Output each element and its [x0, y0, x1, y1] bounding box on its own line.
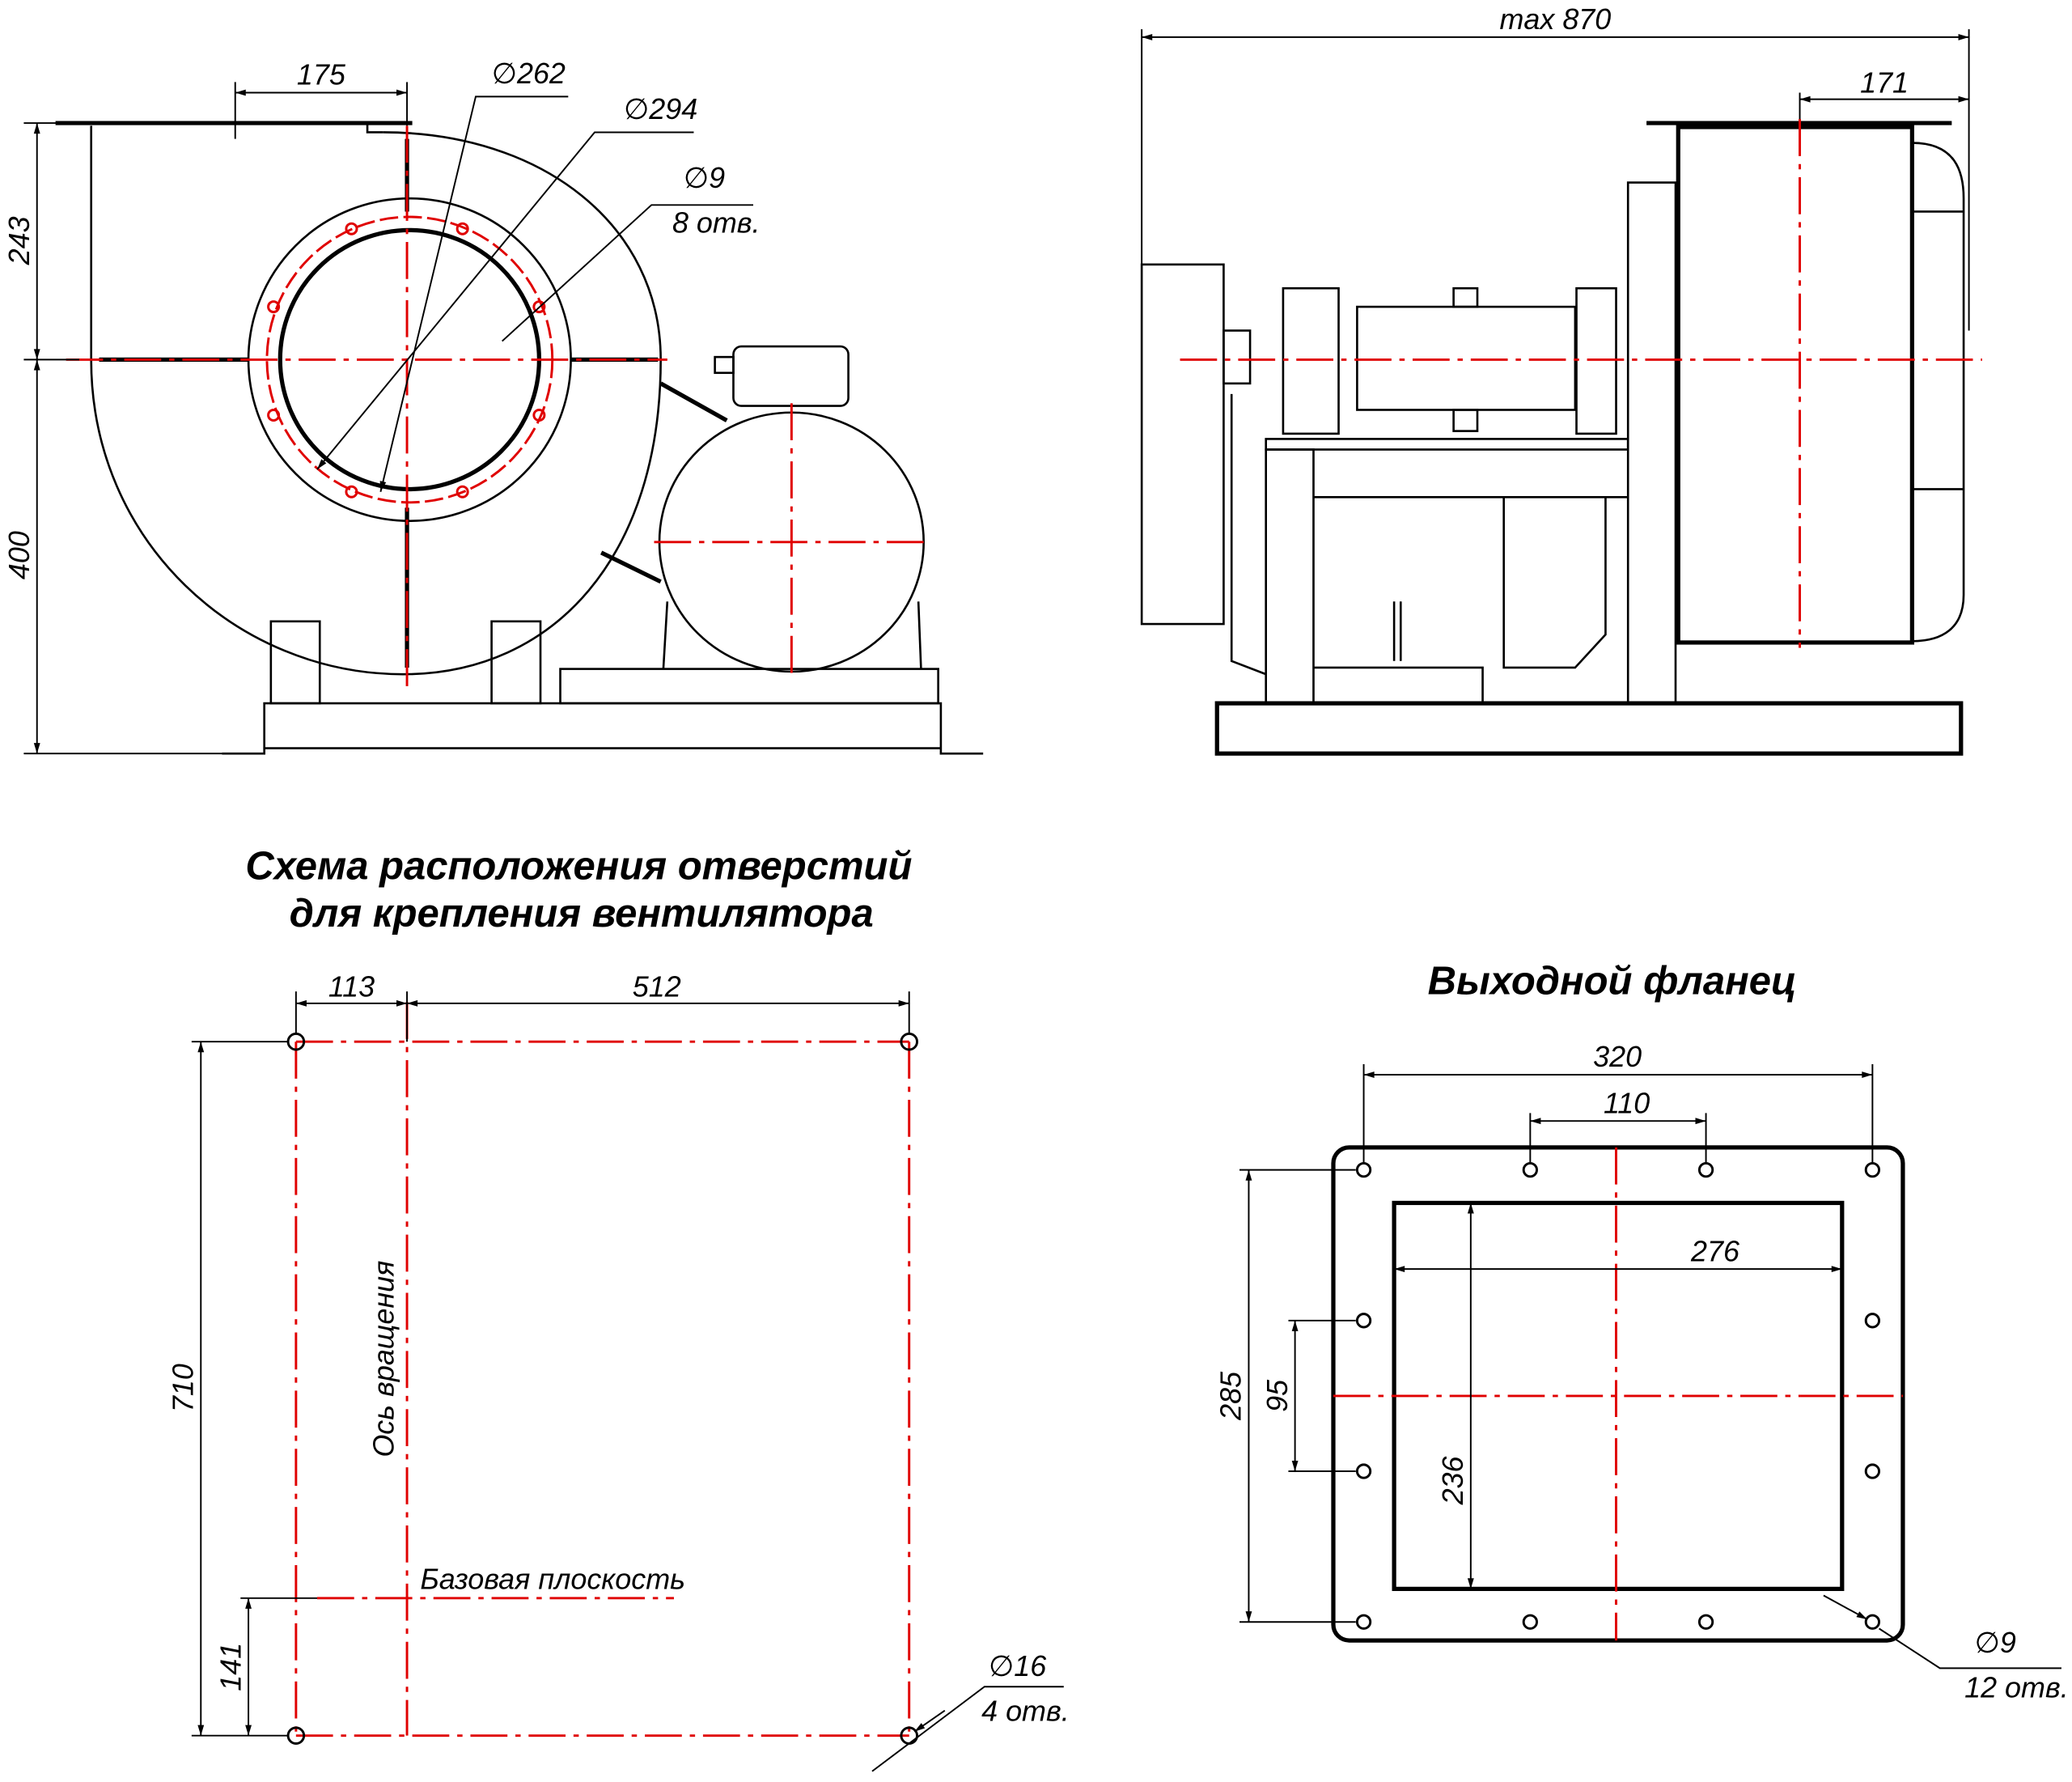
flange-outline — [1331, 1145, 1905, 1643]
holes-12-label: 12 отв. — [1964, 1670, 2069, 1704]
leader-262 — [379, 95, 569, 492]
frame-post — [1265, 448, 1315, 705]
dim-9-label: ∅9 — [1975, 1626, 2016, 1659]
dim-285-label: 285 — [1214, 1371, 1248, 1421]
leader-9 — [1879, 1627, 2061, 1670]
outlet-lip — [366, 123, 383, 134]
fan-housing — [1676, 125, 1914, 645]
dim-141-label: 141 — [214, 1643, 247, 1691]
dim-171-label: 171 — [1860, 66, 1909, 99]
inlet-bolt-holes — [267, 222, 546, 499]
dim-512-label: 512 — [633, 970, 681, 1003]
motor-plate — [559, 668, 939, 705]
leader-16-arrow — [913, 1709, 946, 1733]
dim-294-label: ∅294 — [624, 92, 697, 125]
fan-support — [1626, 181, 1677, 705]
bolt-hole — [1697, 1614, 1714, 1630]
front-view: 175 243 400 ∅262 ∅294 ∅9 8 отв. — [2, 57, 984, 755]
dim-110-label: 110 — [1604, 1086, 1650, 1119]
motor-shaft — [1222, 329, 1252, 385]
holes-8-label: 8 отв. — [672, 206, 761, 240]
bolt-hole — [1864, 1463, 1881, 1479]
dim-95-label: 95 — [1261, 1379, 1294, 1412]
bolt-hole — [1864, 1161, 1881, 1178]
bolt-hole — [456, 222, 469, 235]
bolt-hole — [532, 300, 546, 314]
bearing-housing — [1282, 286, 1340, 435]
base-plane-label: Базовая плоскость — [420, 1562, 685, 1595]
bolt-hole — [267, 409, 281, 422]
dim-400-label: 400 — [2, 531, 36, 579]
bolt-hole — [1355, 1463, 1372, 1479]
dim-113-label: 113 — [328, 970, 375, 1003]
bolt-hole — [1864, 1313, 1881, 1329]
mounting-scheme: Схема расположения отверстий для креплен… — [166, 844, 1070, 1772]
bolt-hole — [1355, 1161, 1372, 1178]
fan-volute — [1912, 142, 1965, 643]
bracket — [1502, 497, 1607, 669]
bolt-hole — [1522, 1614, 1538, 1630]
motor-feet — [662, 601, 922, 669]
dim-243-label: 243 — [2, 216, 36, 265]
leader-16 — [871, 1686, 1064, 1772]
support-leg — [490, 620, 542, 705]
mount-title-line2: для крепления вентилятора — [290, 892, 874, 936]
bolt-hole — [1355, 1614, 1372, 1630]
support-leg — [269, 620, 321, 705]
bolt-hole — [532, 409, 546, 422]
bearing-housing — [1575, 286, 1617, 435]
bolt-hole — [1864, 1614, 1881, 1630]
outlet-flange: Выходной фланец 320 110 276 — [1214, 959, 2069, 1704]
leader-9-arrow — [1823, 1594, 1868, 1620]
bolt — [1452, 409, 1479, 432]
rotation-axis-label: Ось вращения — [367, 1261, 400, 1457]
terminal-gland — [714, 355, 735, 375]
bolt-hole — [1697, 1161, 1714, 1178]
frame-top — [1265, 438, 1629, 451]
holes-4-label: 4 отв. — [981, 1695, 1070, 1728]
mount-title-line1: Схема расположения отверстий — [245, 844, 912, 888]
flange-title: Выходной фланец — [1428, 959, 1797, 1003]
dim-276-label: 276 — [1690, 1234, 1739, 1267]
side-base — [1214, 701, 1964, 756]
dim-16-label: ∅16 — [989, 1649, 1046, 1682]
dim-9-label: ∅9 — [684, 161, 725, 194]
dim-710-label: 710 — [166, 1364, 199, 1412]
flange-bolt-holes — [1355, 1161, 1881, 1630]
bolt-hole — [456, 485, 469, 499]
dim-320-label: 320 — [1593, 1040, 1642, 1073]
dim-262-label: ∅262 — [492, 57, 566, 90]
side-view: max 870 171 — [1140, 2, 1982, 756]
motor-strut — [659, 381, 728, 422]
motor-strut — [600, 550, 662, 584]
bolt-hole — [345, 222, 358, 235]
shaft-tube — [1356, 305, 1577, 411]
bracket-foot — [1313, 601, 1484, 704]
bolt-hole — [267, 300, 281, 314]
dim-175-label: 175 — [297, 58, 346, 91]
dim-236-label: 236 — [1436, 1456, 1469, 1505]
bolt-hole — [1522, 1161, 1538, 1178]
motor-end — [1140, 263, 1225, 626]
motor-housing — [1230, 393, 1267, 676]
bolt-hole — [1355, 1313, 1372, 1329]
bolt — [1452, 286, 1479, 308]
leader-9 — [501, 204, 753, 342]
dim-870-label: max 870 — [1499, 2, 1611, 36]
volute-casing — [90, 131, 662, 676]
leader-294 — [316, 131, 694, 470]
bolt-hole — [345, 485, 358, 499]
base-frame — [222, 702, 984, 755]
terminal-box — [732, 345, 850, 407]
